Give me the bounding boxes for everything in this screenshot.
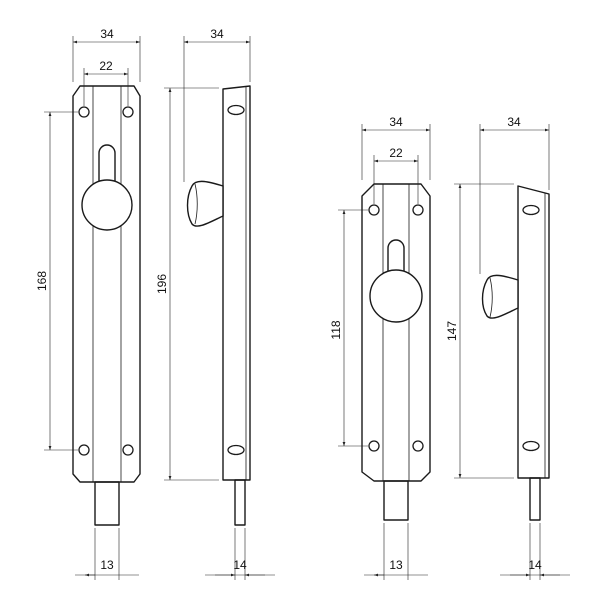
large-front-knob [81,179,133,231]
large-bolt-front-view: 34 22 168 13 [35,27,141,580]
small-side-knob-rim [489,277,493,318]
dimension-label: 147 [445,321,459,341]
dimension-label: 34 [507,115,521,129]
dimension-label: 13 [389,558,403,572]
dimension-label: 34 [210,27,224,41]
dimension-label: 14 [528,558,542,572]
small-side-pin [529,477,541,521]
screw-hole-icon [122,444,134,456]
screw-hole-icon [78,106,90,118]
screw-hole-icon [122,106,134,118]
dimension-label: 22 [389,146,403,160]
screw-hole-icon [368,440,380,452]
small-bolt-side-view: 34 147 14 [445,115,570,580]
slot-hole-icon [522,204,540,216]
small-side-body [517,185,550,479]
small-front-knob [369,269,423,323]
large-side-pin [234,479,246,526]
slot-hole-icon [227,104,245,116]
dimension-label: 22 [99,59,113,73]
dimension-label: 196 [155,274,169,294]
screw-hole-icon [412,204,424,216]
large-front-pin [94,481,120,526]
slot-hole-icon [522,440,540,452]
large-front-plate [72,85,141,483]
screw-hole-icon [78,444,90,456]
dimension-label: 14 [233,558,247,572]
dimension-label: 34 [100,27,114,41]
small-front-pin [383,480,409,521]
large-bolt-side-view: 34 196 14 [155,27,275,580]
dimension-label: 118 [329,320,343,339]
dimension-label: 168 [35,271,49,291]
dimension-label: 34 [389,115,403,129]
small-bolt-front-view: 34 22 118 13 [329,115,431,580]
small-front-plate [361,183,431,482]
screw-hole-icon [412,440,424,452]
small-side-knob [481,274,519,319]
dimension-label: 13 [100,558,114,572]
large-side-knob-rim [194,183,198,225]
slot-hole-icon [227,444,245,456]
large-side-knob [186,180,224,227]
screw-hole-icon [368,204,380,216]
